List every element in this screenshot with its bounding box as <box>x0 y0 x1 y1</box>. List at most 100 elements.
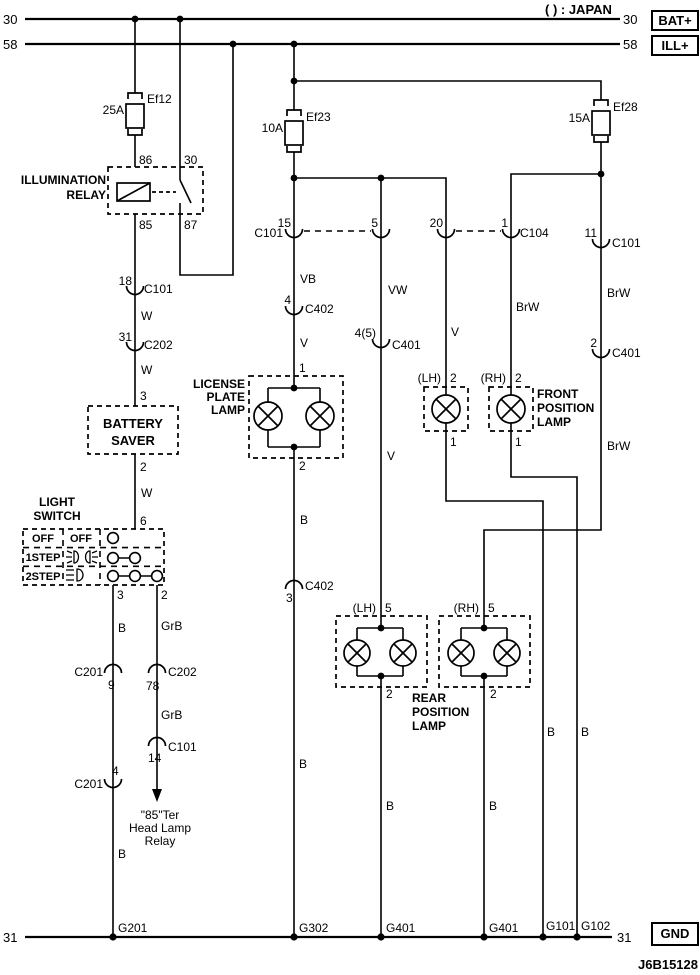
wire-b: B <box>489 799 497 813</box>
front-rh-pin-out: 1 <box>515 435 522 449</box>
pin-5: 5 <box>371 216 378 230</box>
light-switch-title-2: SWITCH <box>33 509 80 523</box>
wire-branch-to-ef28 <box>294 80 602 100</box>
fuse-ef23-icon <box>284 109 304 153</box>
connector-c202-31-icon <box>125 341 145 352</box>
pin-4: 4 <box>112 764 119 778</box>
headlamp-relay-ref-2: Head Lamp <box>129 821 191 835</box>
wire-b: B <box>118 621 126 635</box>
pin-4: 4 <box>284 293 291 307</box>
relay-switch-blade <box>179 179 192 204</box>
switch-terminal <box>150 569 164 583</box>
rear-lamp-title-3: LAMP <box>412 719 446 733</box>
position-lamp-icon <box>66 550 98 564</box>
wire-brw: BrW <box>607 439 631 453</box>
relay-coil-icon <box>116 182 151 202</box>
headlamp-relay-ref-3: Relay <box>145 834 176 848</box>
connector-c101-14-icon <box>147 736 167 747</box>
rear-lamp-title-1: REAR <box>412 691 446 705</box>
ill-tag: ILL+ <box>661 38 688 53</box>
wire-b: B <box>118 847 126 861</box>
front-lamp-title-3: LAMP <box>537 415 571 429</box>
wire-segments <box>112 19 602 937</box>
connector-c101-11-icon <box>591 238 611 249</box>
pin-11: 11 <box>585 226 598 240</box>
switch-terminal <box>106 531 120 545</box>
wire-front-lh-to-g101 <box>445 423 544 937</box>
ground-g201: G201 <box>118 921 148 935</box>
front-position-lamp-rh <box>488 386 534 432</box>
bus31-left-num: 31 <box>3 930 17 945</box>
doc-id: J6B15128 <box>638 957 698 972</box>
fuse-ef23-rating: 10A <box>262 121 283 135</box>
bulb-icon <box>389 639 417 667</box>
fuse-ef28-name: Ef28 <box>613 100 638 114</box>
name-c202: C202 <box>144 338 173 352</box>
name-c201: C201 <box>74 665 103 679</box>
connector-c402-4-icon <box>284 305 304 316</box>
fuse-ef12-name: Ef12 <box>147 92 172 106</box>
bus30-left-num: 30 <box>3 12 17 27</box>
bus30-right-num: 30 <box>623 12 637 27</box>
pin-9: 9 <box>108 678 115 692</box>
name-c104: C104 <box>520 226 549 240</box>
wire-relay87-to-bus58 <box>179 44 234 276</box>
ill-tag-box <box>651 35 699 56</box>
pin-2: 2 <box>590 336 597 350</box>
light-switch <box>22 528 165 586</box>
switch-row-off-label: OFF <box>32 533 54 545</box>
wire-w: W <box>141 486 153 500</box>
headlamp-relay-ref-1: "85"Ter <box>141 808 180 822</box>
bus31-right-num: 31 <box>617 930 631 945</box>
relay-title-2: RELAY <box>66 188 106 202</box>
name-c101: C101 <box>144 282 173 296</box>
switch-row-off-value: OFF <box>70 533 92 545</box>
wire-v: V <box>387 449 395 463</box>
wire-b: B <box>386 799 394 813</box>
gnd-tag-box <box>651 922 699 946</box>
switch-terminal <box>106 551 120 565</box>
connector-c101-20-icon <box>436 228 456 239</box>
fuse-ef12-rating: 25A <box>103 103 124 117</box>
name-c402: C402 <box>305 579 334 593</box>
connector-c401-45-icon <box>371 338 391 349</box>
bat-tag: BAT+ <box>658 13 692 28</box>
connector-c101-5-icon <box>371 228 391 239</box>
name-c201: C201 <box>74 777 103 791</box>
rear-rh-tag: (RH) <box>454 601 479 615</box>
pin-15: 15 <box>278 216 292 230</box>
fuse-ef12-icon <box>125 92 145 136</box>
wire-front-rh-to-g102 <box>510 423 578 937</box>
diagram-text: ( ) : JAPAN 30 58 30 58 BAT+ ILL+ 31 31 … <box>3 2 698 972</box>
fuse-ef28-rating: 15A <box>569 111 590 125</box>
rear-position-lamp-lh <box>335 615 428 688</box>
name-c101: C101 <box>612 236 641 250</box>
bulb-icon <box>447 639 475 667</box>
wire-vb: VB <box>300 272 316 286</box>
bus58-right-num: 58 <box>623 37 637 52</box>
connector-c101-18-icon <box>125 285 145 296</box>
light-switch-title-1: LIGHT <box>39 495 76 509</box>
connector-symbols <box>103 228 611 789</box>
connector-c201-4-icon <box>103 778 123 789</box>
name-c401: C401 <box>392 338 421 352</box>
wire-v: V <box>451 325 459 339</box>
pin-1: 1 <box>501 216 508 230</box>
wire-v: V <box>300 336 308 350</box>
battery-saver-box <box>87 405 179 455</box>
battery-saver-pin-out: 2 <box>140 460 147 474</box>
wire-b: B <box>300 513 308 527</box>
name-c402: C402 <box>305 302 334 316</box>
front-position-lamp-lh <box>423 386 469 432</box>
wire-branch-to-front-lh <box>294 177 447 395</box>
pin-3: 3 <box>286 591 293 605</box>
bus58-left-num: 58 <box>3 37 17 52</box>
connector-c101-15-icon <box>284 228 304 239</box>
front-lh-pin-in: 2 <box>450 371 457 385</box>
battery-saver-title-1: BATTERY <box>103 416 163 431</box>
switch-pin-out-left: 3 <box>117 588 124 602</box>
pin-20: 20 <box>430 216 444 230</box>
ground-g302: G302 <box>299 921 329 935</box>
